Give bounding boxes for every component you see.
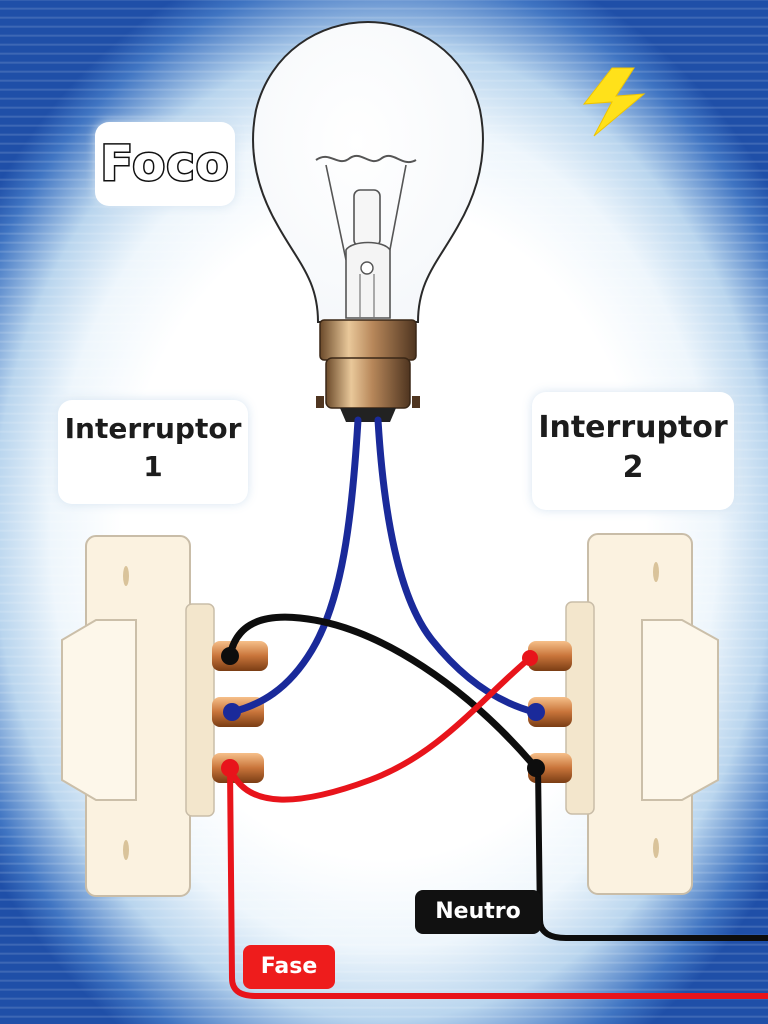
red-wire-traveler: [227, 655, 533, 803]
neutral-tag: Neutro: [415, 890, 541, 934]
lamp-wire-right: [374, 416, 538, 716]
bulb-label-card: Foco: [95, 122, 235, 206]
phase-wire: [227, 765, 768, 999]
switch-1-label-card: Interruptor 1: [58, 400, 248, 504]
lightning-bolt-icon: [582, 67, 646, 137]
switch-1-label-line2: 1: [143, 450, 163, 483]
phase-tag: Fase: [243, 945, 335, 989]
black-wire-traveler: [226, 613, 540, 772]
switch-1: [61, 535, 215, 897]
switch-2-label-line1: Interruptor: [538, 410, 728, 445]
bulb-label: Foco: [99, 135, 230, 194]
lamp-wire-left: [228, 416, 362, 716]
switch-2-label-line2: 2: [622, 450, 644, 485]
switch-2: [565, 533, 719, 895]
switch-2-label-card: Interruptor 2: [532, 392, 734, 510]
switch-1-label-line1: Interruptor: [64, 412, 242, 445]
terminal-dots: [221, 647, 545, 777]
light-bulb-icon: [251, 20, 485, 422]
